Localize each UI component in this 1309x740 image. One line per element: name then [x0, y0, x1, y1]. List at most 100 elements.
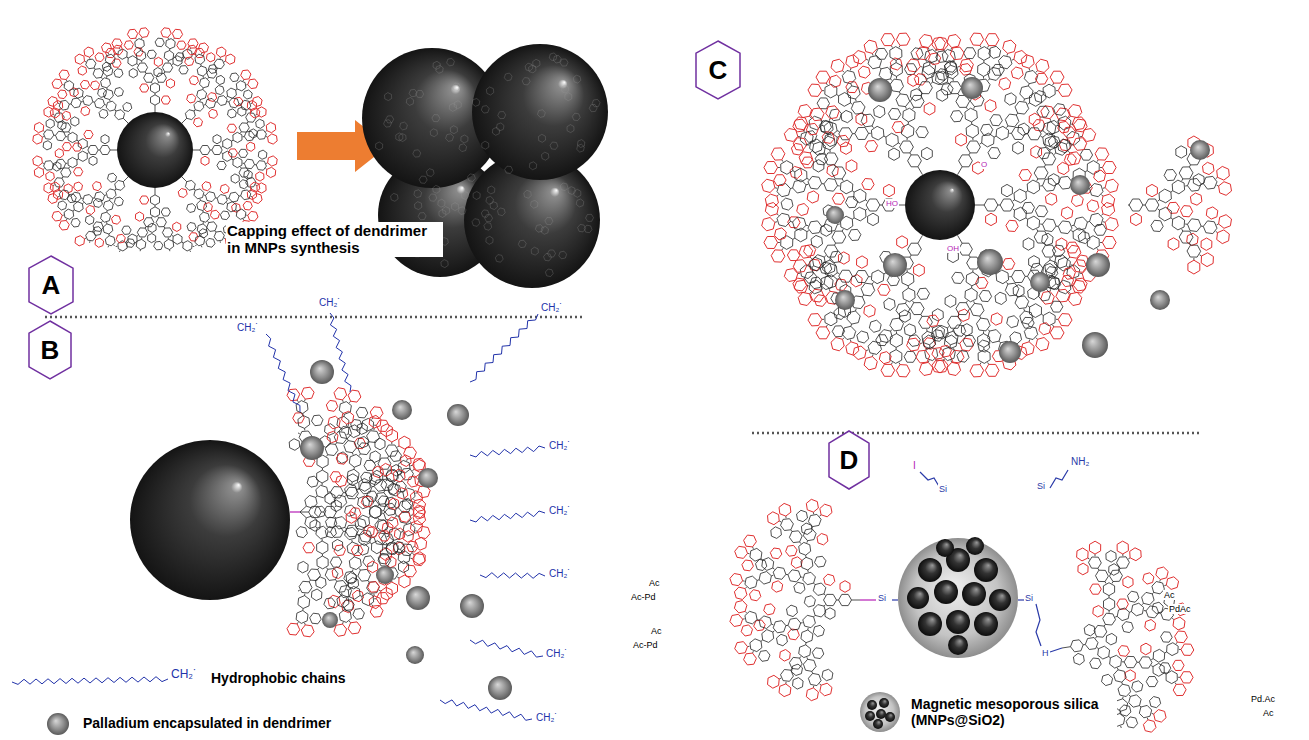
pyridine-ring — [837, 135, 849, 147]
benzene-ring — [902, 124, 914, 138]
benzene-ring — [359, 482, 372, 494]
benzene-ring — [1054, 104, 1066, 116]
benzene-ring — [851, 101, 865, 114]
pyridine-ring — [947, 35, 961, 48]
pyridine-ring — [91, 81, 100, 90]
benzene-ring — [492, 127, 499, 135]
benzene-ring — [1179, 231, 1193, 243]
pyridine-ring — [730, 614, 743, 626]
benzene-ring — [85, 215, 94, 224]
benzene-ring — [1159, 663, 1171, 673]
benzene-ring — [541, 226, 549, 234]
benzene-ring — [74, 202, 84, 212]
benzene-ring — [984, 199, 998, 211]
magnetic-nanoparticle — [934, 580, 958, 604]
pyridine-ring — [907, 59, 921, 72]
pyridine-ring — [194, 118, 203, 127]
pyridine-ring — [820, 504, 832, 517]
benzene-ring — [349, 454, 361, 467]
pyridine-ring — [59, 70, 69, 80]
pyridine-ring — [797, 204, 809, 216]
benzene-ring — [324, 506, 337, 517]
pyridine-ring — [791, 557, 802, 569]
benzene-ring — [381, 479, 394, 491]
pyridine-ring — [173, 222, 181, 231]
pyridine-ring — [919, 35, 933, 48]
benzene-ring — [241, 100, 251, 110]
benzene-ring — [325, 493, 335, 505]
pyridine-ring — [924, 103, 935, 115]
benzene-ring — [298, 416, 310, 429]
dendrimer-c — [762, 33, 1232, 377]
pyridine-ring — [1045, 193, 1057, 205]
magnetic-nanoparticle — [472, 44, 608, 180]
pyridine-ring — [376, 593, 389, 605]
pyridine-ring — [250, 108, 260, 118]
benzene-ring — [310, 613, 322, 624]
ether-bond — [860, 599, 876, 600]
pyridine-ring — [914, 264, 925, 276]
benzene-ring — [447, 58, 455, 66]
benzene-ring — [1128, 591, 1139, 602]
benzene-ring — [978, 340, 990, 352]
benzene-ring — [1106, 551, 1116, 563]
benzene-ring — [813, 605, 826, 617]
benzene-ring — [810, 139, 823, 153]
benzene-ring — [114, 197, 123, 206]
benzene-ring — [1043, 84, 1055, 98]
benzene-ring — [945, 295, 956, 307]
benzene-ring — [1114, 670, 1127, 682]
benzene-ring — [1166, 671, 1177, 684]
benzene-ring — [919, 82, 933, 94]
benzene-ring — [941, 84, 953, 96]
benzene-ring — [869, 320, 881, 332]
benzene-ring — [317, 541, 328, 554]
pyridine-ring — [878, 284, 890, 295]
pyridine-ring — [1073, 138, 1087, 151]
benzene-ring — [241, 190, 251, 200]
benzene-ring — [803, 615, 816, 627]
benzene-ring — [1051, 301, 1063, 312]
pyridine-ring — [206, 53, 215, 62]
benzene-ring — [154, 68, 162, 77]
pyridine-ring — [770, 548, 782, 559]
benzene-ring — [296, 527, 307, 538]
pyridine-ring — [208, 93, 217, 102]
pyridine-ring — [1190, 193, 1202, 205]
benzene-ring — [1153, 663, 1164, 676]
pyridine-ring — [853, 346, 866, 360]
benzene-ring — [553, 55, 561, 63]
pyridine-ring — [799, 245, 813, 258]
benzene-ring — [173, 56, 182, 66]
pyridine-ring — [248, 79, 258, 89]
pyridine-ring — [266, 122, 275, 132]
pyridine-ring — [1021, 55, 1034, 68]
benzene-ring — [183, 241, 192, 251]
benzene-ring — [1094, 224, 1106, 235]
pyridine-ring — [831, 59, 844, 72]
pyridine-ring — [991, 313, 1002, 325]
pyridine-ring — [74, 168, 83, 176]
benzene-ring — [1043, 312, 1055, 326]
benzene-ring — [922, 65, 935, 79]
pyridine-ring — [62, 111, 71, 120]
pyridine-ring — [33, 134, 43, 144]
pyridine-ring — [774, 175, 786, 186]
benzene-ring — [813, 583, 826, 595]
pyridine-ring — [1117, 541, 1128, 554]
bond — [155, 105, 156, 112]
pyridine-ring — [793, 278, 807, 291]
pyridine-ring — [935, 37, 949, 50]
benzene-ring — [847, 311, 860, 324]
benzene-ring — [103, 224, 113, 234]
benzene-ring — [71, 117, 79, 126]
benzene-ring — [789, 657, 802, 669]
benzene-ring — [298, 561, 309, 573]
benzene-ring — [316, 526, 328, 539]
benzene-ring — [71, 98, 81, 108]
benzene-ring — [1043, 133, 1056, 147]
benzene-ring — [308, 569, 321, 581]
benzene-ring — [339, 426, 352, 438]
pyridine-ring — [350, 508, 361, 519]
pyridine-ring — [58, 90, 67, 99]
